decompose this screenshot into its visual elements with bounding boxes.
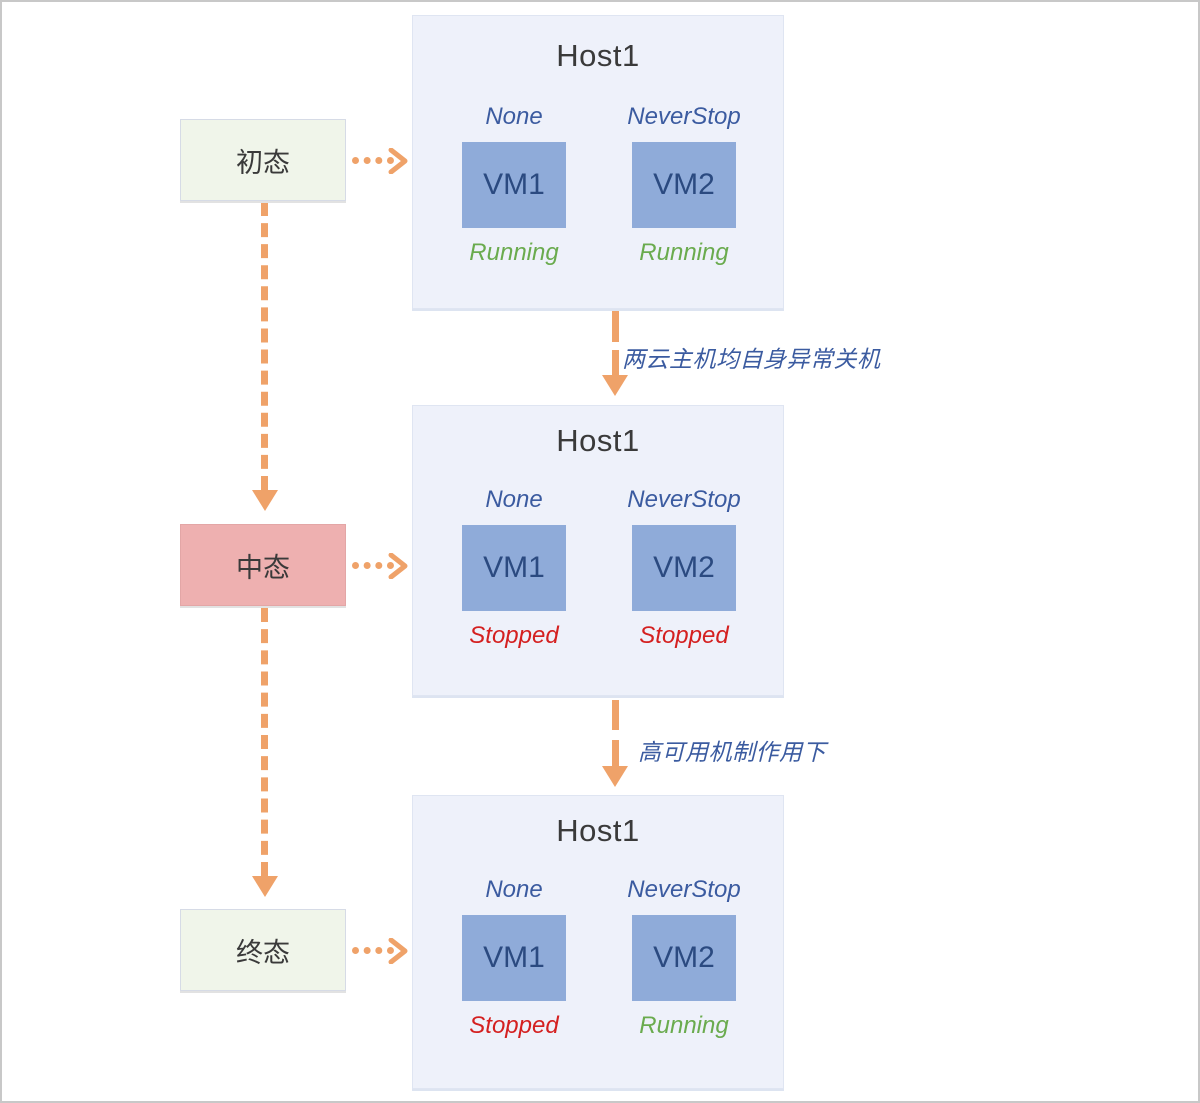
stage-flow-arrow-to-middle <box>252 490 278 511</box>
transition-label-2: 高可用机制作用下 <box>638 739 826 765</box>
host-box-bottom[interactable]: Host1 None VM1 Stopped NeverStop VM2 Run… <box>412 795 784 1089</box>
vm-column-top-2[interactable]: NeverStop VM2 Running <box>609 103 759 267</box>
vm-name: VM2 <box>653 941 715 974</box>
stage-label-initial: 初态 <box>236 147 290 178</box>
stage-label-final: 终态 <box>236 937 290 968</box>
vm-column-middle-1[interactable]: None VM1 Stopped <box>439 486 589 650</box>
vm-block[interactable]: VM2 <box>632 915 736 1001</box>
vm-column-bottom-2[interactable]: NeverStop VM2 Running <box>609 876 759 1040</box>
connector-middle-to-host-middle <box>352 562 394 569</box>
host-title-bottom: Host1 <box>556 813 640 848</box>
vm-policy-label: None <box>485 876 543 903</box>
stage-box-final[interactable]: 终态 <box>180 909 346 991</box>
vm-block[interactable]: VM1 <box>462 525 566 611</box>
transition-label-1: 两云主机均自身异常关机 <box>622 346 881 372</box>
stage-flow-line-middle-to-final <box>261 608 268 876</box>
vm-block[interactable]: VM2 <box>632 142 736 228</box>
vm-state-label: Running <box>639 239 729 266</box>
vm-block[interactable]: VM1 <box>462 915 566 1001</box>
vm-policy-label: None <box>485 103 543 130</box>
host-box-top[interactable]: Host1 None VM1 Running NeverStop VM2 Run… <box>412 15 784 309</box>
vm-name: VM2 <box>653 168 715 201</box>
vm-state-label: Stopped <box>639 622 729 649</box>
vm-name: VM2 <box>653 551 715 584</box>
vm-block[interactable]: VM2 <box>632 525 736 611</box>
vm-state-label: Stopped <box>469 1012 559 1039</box>
vm-state-label: Stopped <box>469 622 559 649</box>
connector-initial-to-host-top <box>352 157 394 164</box>
host-title-middle: Host1 <box>556 423 640 458</box>
transition-arrow-2 <box>602 766 628 787</box>
vm-policy-label: None <box>485 486 543 513</box>
stage-box-middle[interactable]: 中态 <box>180 524 346 606</box>
vm-name: VM1 <box>483 551 545 584</box>
stage-label-middle: 中态 <box>236 552 290 583</box>
vm-column-top-1[interactable]: None VM1 Running <box>439 103 589 267</box>
vm-state-label: Running <box>469 239 559 266</box>
transition-line-1b <box>612 350 619 377</box>
transition-line-2b <box>612 740 619 768</box>
vm-name: VM1 <box>483 941 545 974</box>
vm-block[interactable]: VM1 <box>462 142 566 228</box>
connector-final-to-host-bottom <box>352 947 394 954</box>
vm-column-bottom-1[interactable]: None VM1 Stopped <box>439 876 589 1040</box>
vm-policy-label: NeverStop <box>627 486 741 513</box>
vm-state-label: Running <box>639 1012 729 1039</box>
transition-line-1 <box>612 310 619 342</box>
transition-arrow-1 <box>602 375 628 396</box>
vm-policy-label: NeverStop <box>627 876 741 903</box>
host-box-middle[interactable]: Host1 None VM1 Stopped NeverStop VM2 Sto… <box>412 405 784 696</box>
connector-arrowhead-host-middle <box>388 553 408 579</box>
vm-policy-label: NeverStop <box>627 103 741 130</box>
vm-name: VM1 <box>483 168 545 201</box>
connector-arrowhead-host-top <box>388 148 408 174</box>
stage-flow-line-initial-to-middle <box>261 202 268 490</box>
stage-box-initial[interactable]: 初态 <box>180 119 346 201</box>
transition-line-2 <box>612 700 619 730</box>
connector-arrowhead-host-bottom <box>388 938 408 964</box>
vm-column-middle-2[interactable]: NeverStop VM2 Stopped <box>609 486 759 650</box>
stage-flow-arrow-to-final <box>252 876 278 897</box>
host-title-top: Host1 <box>556 38 640 73</box>
